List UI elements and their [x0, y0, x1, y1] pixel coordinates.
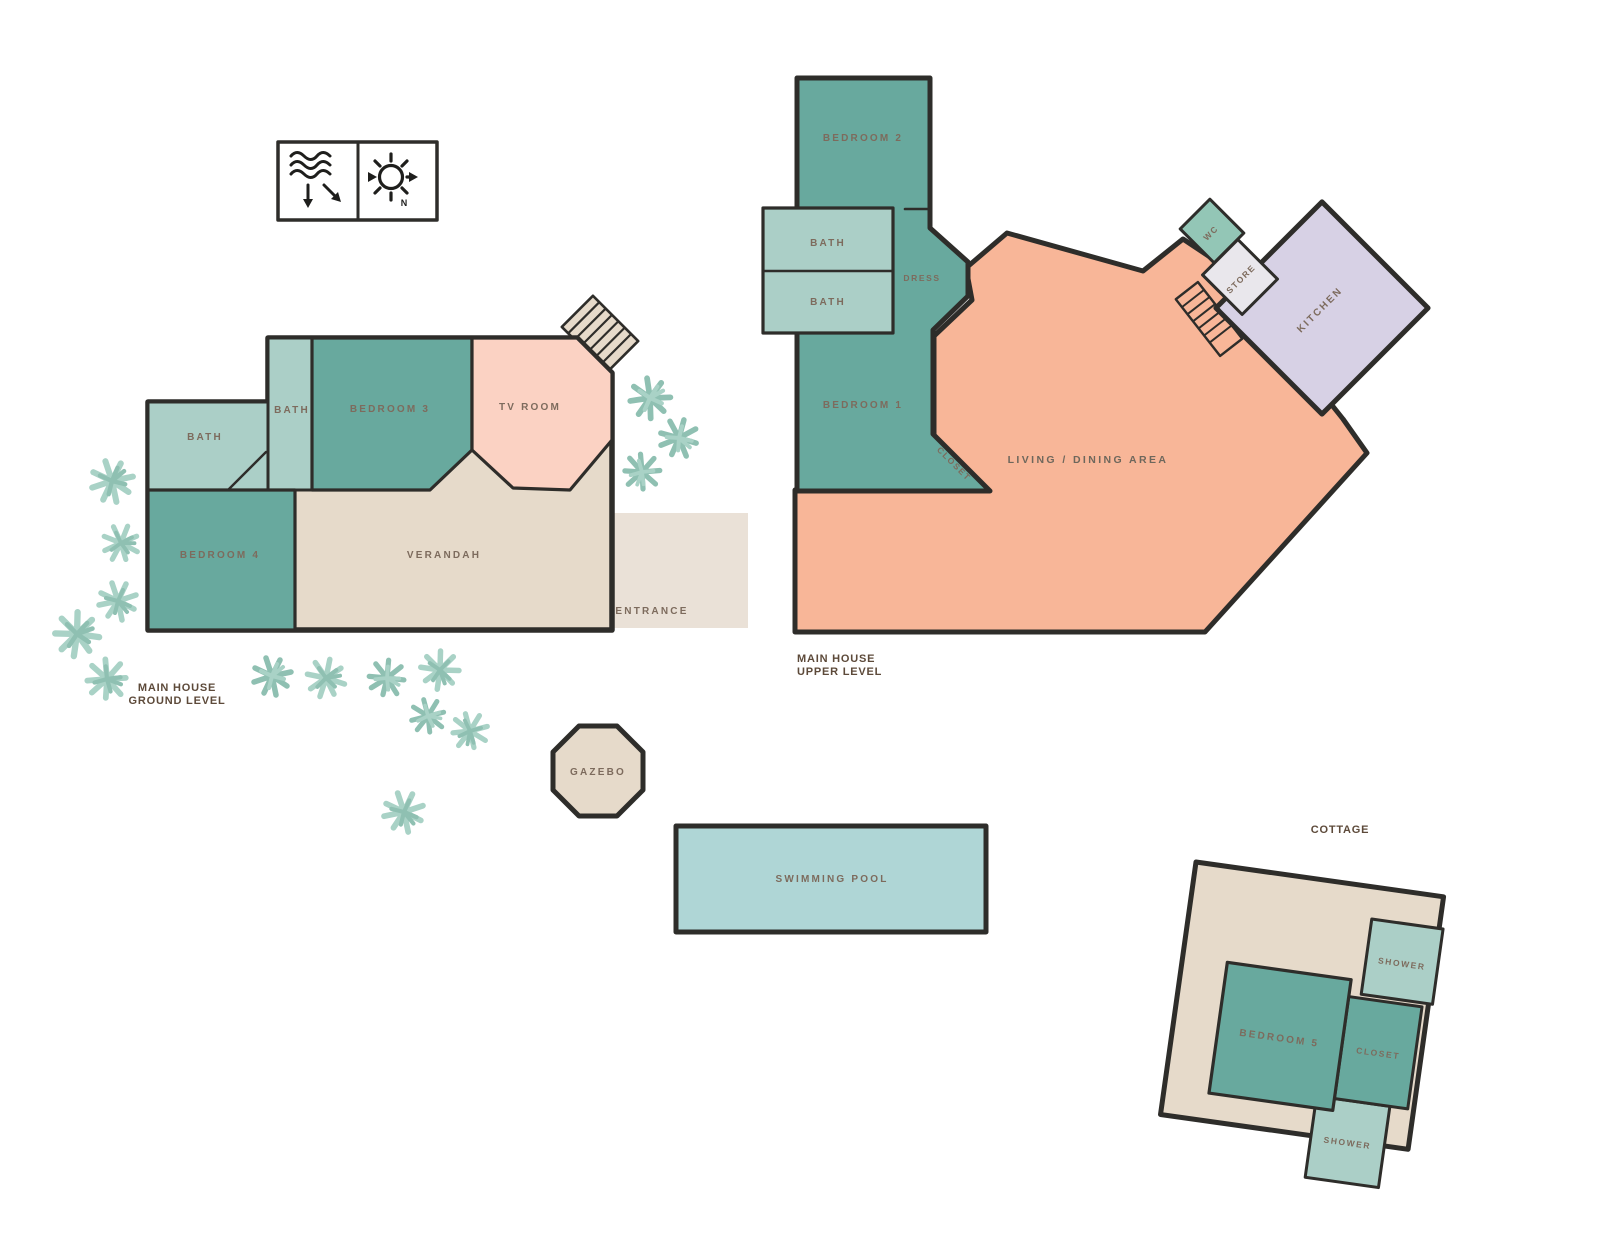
dress-label: DRESS [903, 273, 940, 283]
palm-tree-icon [657, 417, 700, 460]
main-house-upper-level: BEDROOM 2 BATH BATH DRESS BEDROOM 1 CLOS… [761, 75, 1431, 678]
palm-tree-icon [92, 461, 133, 502]
gazebo-shape [550, 723, 646, 819]
arrow-to-sun-head [368, 172, 377, 182]
palm-tree-icon [384, 793, 423, 832]
bedroom1-label: BEDROOM 1 [823, 400, 903, 411]
sea-waves-icon [289, 151, 337, 203]
gazebo: GAZEBO [550, 723, 646, 819]
sun-north-icon [373, 152, 415, 202]
bath1-door-wall [227, 450, 268, 491]
upper-level-title-line2: UPPER LEVEL [797, 666, 882, 678]
palm-tree-icon [50, 607, 105, 662]
palm-tree-icon [416, 647, 463, 694]
bath-upper-a-label: BATH [810, 238, 846, 249]
main-house-ground-level: BATH BATH BEDROOM 3 TV ROOM BEDROOM 4 VE… [129, 294, 748, 707]
palm-tree-icon [96, 519, 146, 569]
room-bath1 [146, 400, 270, 492]
arrow-down-head [303, 199, 313, 208]
tv-room-label: TV ROOM [499, 402, 561, 413]
palm-tree-icon [301, 653, 352, 704]
ground-level-title-line2: GROUND LEVEL [129, 695, 226, 707]
pool-shape [673, 823, 989, 935]
palm-tree-icon [99, 583, 136, 620]
ground-level-title-line1: MAIN HOUSE [138, 682, 216, 694]
palm-tree-icon [404, 693, 451, 740]
pool-label: SWIMMING POOL [775, 874, 888, 885]
legend-box: N [276, 140, 439, 222]
entrance-pad [612, 513, 748, 628]
entrance-label: ENTRANCE [615, 606, 688, 617]
stairs-upper [1174, 280, 1244, 358]
bedroom3-label: BEDROOM 3 [350, 404, 430, 415]
swimming-pool: SWIMMING POOL [673, 823, 989, 935]
arrow-east-head [409, 172, 418, 182]
verandah-label: VERANDAH [407, 550, 481, 561]
room-wc [1178, 197, 1246, 265]
palm-tree-icon [617, 448, 665, 496]
room-bedroom4 [146, 488, 297, 632]
cottage-title: COTTAGE [1311, 824, 1370, 836]
living-dining-label: LIVING / DINING AREA [1008, 454, 1169, 466]
north-label: N [401, 198, 408, 208]
bath-upper-b-label: BATH [810, 297, 846, 308]
bedroom2-label: BEDROOM 2 [823, 133, 903, 144]
upper-level-title-line1: MAIN HOUSE [797, 653, 875, 665]
cottage: BEDROOM 5 CLOSET SHOWER SHOWER [1158, 859, 1447, 1190]
room-tv [470, 336, 614, 492]
bath2-label: BATH [274, 405, 310, 416]
room-bedroom5 [1207, 960, 1353, 1113]
palm-tree-icon [80, 653, 133, 706]
arrow-diagonal-head [331, 192, 341, 202]
palm-tree-icon [445, 706, 495, 756]
room-bedroom3 [310, 336, 474, 492]
palm-tree-icon [364, 656, 409, 701]
palm-tree-icon [628, 376, 673, 421]
gazebo-label: GAZEBO [570, 767, 626, 778]
room-shower-top [1359, 917, 1445, 1006]
palm-tree-icon [254, 658, 291, 695]
bedroom4-label: BEDROOM 4 [180, 550, 260, 561]
bath1-label: BATH [187, 432, 223, 443]
room-kitchen [1213, 199, 1431, 417]
